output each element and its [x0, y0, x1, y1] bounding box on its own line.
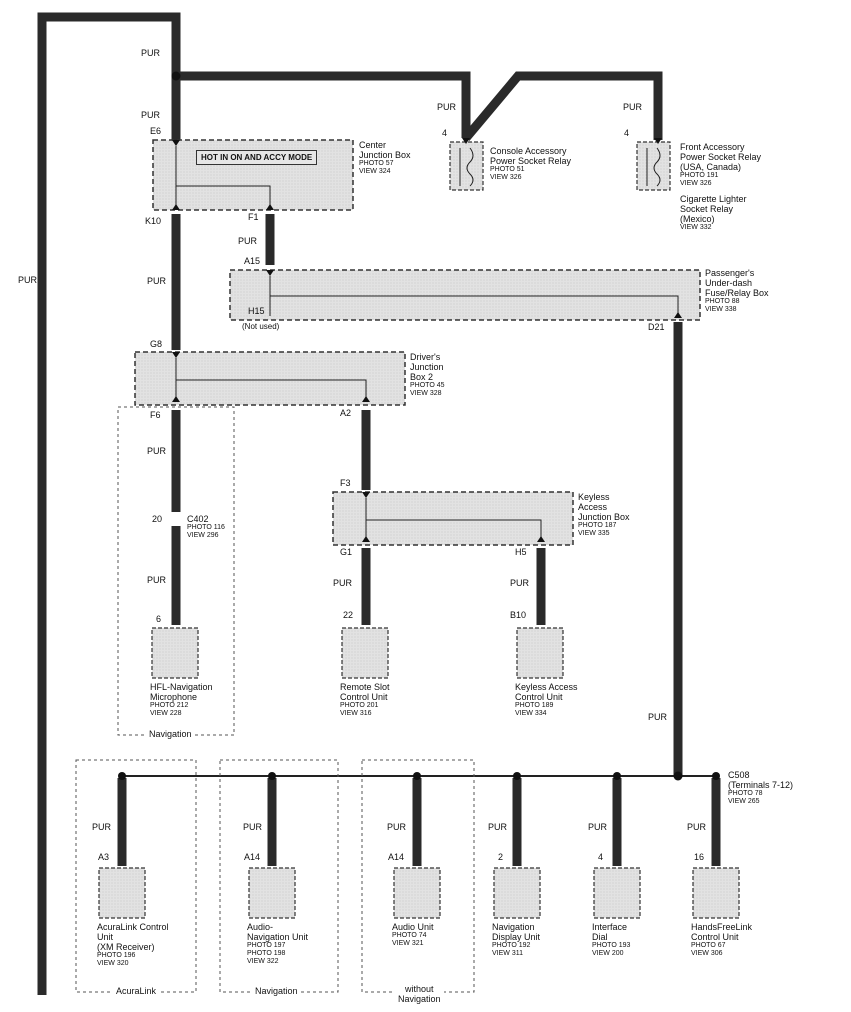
wire-label: PUR [147, 575, 167, 585]
pin-label: K10 [145, 216, 162, 226]
group-label-navigation: Navigation [146, 729, 195, 739]
wire-label: PUR [588, 822, 608, 832]
bus [117, 71, 721, 866]
pin-label: F6 [150, 410, 161, 420]
pin-label: 20 [152, 514, 163, 524]
wire-label: PUR [488, 822, 508, 832]
pin-label: F3 [340, 478, 351, 488]
pin-label: A14 [388, 852, 405, 862]
pin-label: G1 [340, 547, 353, 557]
group-label-navigation: Navigation [252, 986, 301, 996]
pin-label: 4 [442, 128, 448, 138]
pin-label: A2 [340, 408, 352, 418]
pin-label: A14 [244, 852, 261, 862]
wire-label: PUR [141, 110, 161, 120]
group-label-without-navigation: without Navigation [395, 984, 444, 1004]
wire-label: PUR [687, 822, 707, 832]
mode-note: HOT IN ON AND ACCY MODE [196, 150, 318, 165]
internal-traces [175, 146, 679, 542]
wire-label: PUR [243, 822, 263, 832]
pin-label: 2 [498, 852, 504, 862]
wire-label: PUR [238, 236, 258, 246]
pin-label: H15 [248, 306, 265, 316]
keyless-jb-box [332, 491, 574, 546]
pin-label: A3 [98, 852, 110, 862]
wire-label: PUR [92, 822, 112, 832]
pin-label: D21 [648, 322, 665, 332]
wire-top-branch [176, 71, 471, 138]
wire-label: PUR [387, 822, 407, 832]
group-label-acuralink: AcuraLink [113, 986, 160, 996]
pin-label: 6 [156, 614, 162, 624]
pin-label: (Not used) [242, 322, 280, 331]
relays [449, 141, 671, 191]
pin-label: F1 [248, 212, 259, 222]
acuralink-label: AcuraLink Control Unit (XM Receiver)PHOT… [97, 922, 169, 967]
wire-label: PUR [648, 712, 668, 722]
wire-label: PUR [333, 578, 353, 588]
wire-label: PUR [18, 275, 38, 285]
connector-arrows [172, 138, 682, 542]
wire-label: PUR [510, 578, 530, 588]
passenger-box [229, 269, 701, 321]
pin-label: 4 [624, 128, 630, 138]
wire-console-feed [462, 71, 663, 141]
wire-label: PUR [141, 48, 161, 58]
pin-label: B10 [510, 610, 527, 620]
wire-label: PUR [147, 276, 167, 286]
wire-label: PUR [147, 446, 167, 456]
front-relay-label: Front Accessory Power Socket Relay (USA,… [680, 142, 762, 231]
pin-label: 4 [598, 852, 604, 862]
junction-boxes [134, 139, 701, 546]
wire-label: PUR [623, 102, 643, 112]
wire-label: PUR [437, 102, 457, 112]
pin-label: E6 [150, 126, 162, 136]
pin-label: A15 [244, 256, 261, 266]
pin-label: 22 [343, 610, 354, 620]
driver-jb2-box [134, 351, 406, 406]
pin-label: H5 [515, 547, 527, 557]
devices [98, 627, 740, 919]
pin-label: G8 [150, 339, 163, 349]
pin-label: 16 [694, 852, 705, 862]
